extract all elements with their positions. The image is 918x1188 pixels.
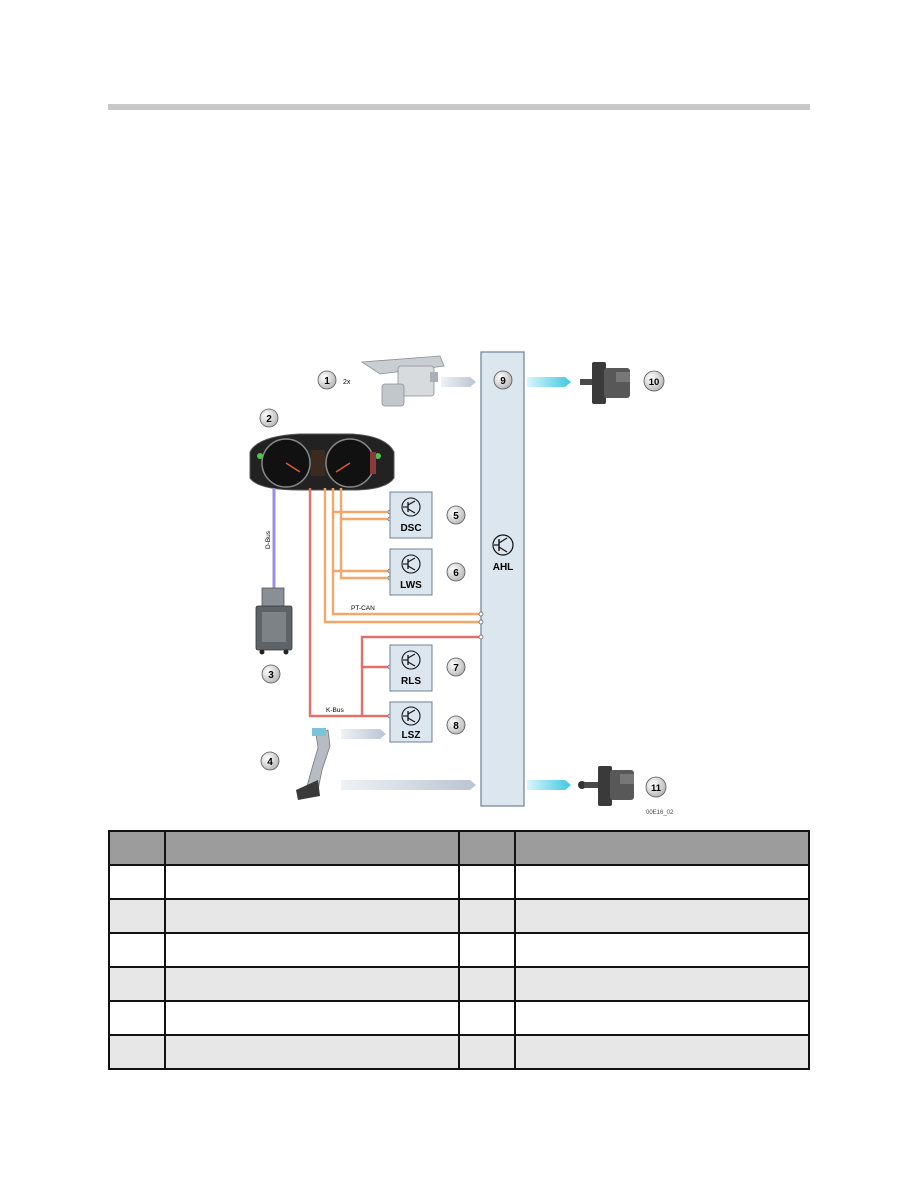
svg-text:DSC: DSC	[400, 523, 421, 534]
ahl-transistor-icon	[492, 534, 514, 556]
callout-7: 7	[446, 657, 466, 677]
stepper-motor-top-image	[580, 362, 630, 404]
legend-cell	[164, 966, 460, 1002]
callout-8: 8	[446, 715, 466, 735]
pt-can-wires	[323, 488, 481, 624]
legend-cell	[458, 932, 516, 968]
legend-cell	[108, 932, 166, 968]
callout-1: 1	[317, 370, 337, 390]
legend-row	[108, 966, 810, 1002]
ahl-module	[480, 351, 525, 807]
legend-cell	[164, 1034, 460, 1070]
legend-cell	[108, 898, 166, 934]
legend-cell	[514, 966, 810, 1002]
legend-row	[108, 898, 810, 934]
callout-3: 3	[261, 664, 281, 684]
svg-text:10: 10	[649, 377, 660, 388]
rls-module: RLS	[389, 644, 433, 692]
svg-text:7: 7	[453, 663, 459, 674]
legend-cell	[164, 864, 460, 900]
legend-cell	[514, 1034, 810, 1070]
legend-cell	[108, 864, 166, 900]
svg-text:2: 2	[266, 414, 272, 425]
svg-text:1: 1	[324, 376, 330, 387]
arrow-4-to-9	[341, 780, 476, 790]
diagnosis-tester-image	[255, 587, 293, 655]
quantity-note: 2x	[343, 379, 351, 386]
svg-text:11: 11	[651, 783, 662, 794]
callout-9: 9	[493, 370, 513, 390]
svg-text:RLS: RLS	[401, 676, 421, 687]
legend-cell	[514, 898, 810, 934]
pt-can-label: PT-CAN	[351, 605, 375, 612]
wiring-diagram: AHL 1 2x 9 10 11 00E16_0	[249, 351, 674, 816]
svg-text:LSZ: LSZ	[402, 730, 421, 741]
call-out-2: 2	[259, 408, 279, 428]
legend-cell	[458, 1000, 516, 1036]
pedal-switch-image	[296, 728, 331, 800]
legend-row	[108, 1000, 810, 1036]
callout-5: 5	[446, 505, 466, 525]
legend-header-cell	[458, 830, 516, 866]
legend-cell	[514, 864, 810, 900]
legend-row	[108, 1034, 810, 1070]
legend-cell	[108, 1034, 166, 1070]
legend-cell	[514, 932, 810, 968]
callout-6: 6	[446, 562, 466, 582]
height-sensor-image	[360, 355, 445, 407]
svg-text:LWS: LWS	[400, 580, 422, 591]
legend-cell	[458, 1034, 516, 1070]
arrow-9-to-10	[527, 377, 571, 387]
svg-text:3: 3	[268, 670, 274, 681]
legend-header-cell	[514, 830, 810, 866]
stepper-motor-bottom-image	[578, 766, 634, 806]
legend-row	[108, 864, 810, 900]
legend-cell	[108, 1000, 166, 1036]
lws-module: LWS	[389, 548, 433, 596]
figure-id: 00E16_02	[646, 810, 674, 816]
legend-header-row	[108, 830, 810, 866]
legend-row	[108, 932, 810, 968]
callout-4: 4	[260, 751, 280, 771]
legend-header-cell	[164, 830, 460, 866]
k-bus-label: K-Bus	[326, 707, 344, 714]
legend-cell	[164, 1000, 460, 1036]
header-rule	[108, 104, 810, 110]
legend-cell	[458, 966, 516, 1002]
arrow-9-to-11	[527, 780, 571, 790]
legend-cell	[164, 932, 460, 968]
dsc-module: DSC	[389, 491, 433, 539]
legend-cell	[514, 1000, 810, 1036]
svg-text:4: 4	[267, 757, 273, 768]
legend-header-cell	[108, 830, 166, 866]
svg-text:9: 9	[500, 376, 506, 387]
instrument-cluster-image	[249, 433, 395, 491]
ahl-label: AHL	[493, 562, 514, 573]
callout-11: 11	[645, 776, 667, 798]
legend-cell	[108, 966, 166, 1002]
svg-text:8: 8	[453, 721, 459, 732]
lsz-module: LSZ	[389, 701, 433, 743]
arrow-4-to-8	[341, 729, 386, 739]
legend-cell	[164, 898, 460, 934]
legend-cell	[458, 898, 516, 934]
legend-table	[108, 830, 810, 1070]
k-bus-wires	[308, 488, 481, 718]
callout-10: 10	[643, 370, 665, 392]
svg-text:5: 5	[453, 511, 459, 522]
d-bus-label: D-Bus	[265, 530, 272, 549]
arrow-1-to-9	[441, 377, 476, 387]
svg-text:6: 6	[453, 568, 459, 579]
legend-cell	[458, 864, 516, 900]
